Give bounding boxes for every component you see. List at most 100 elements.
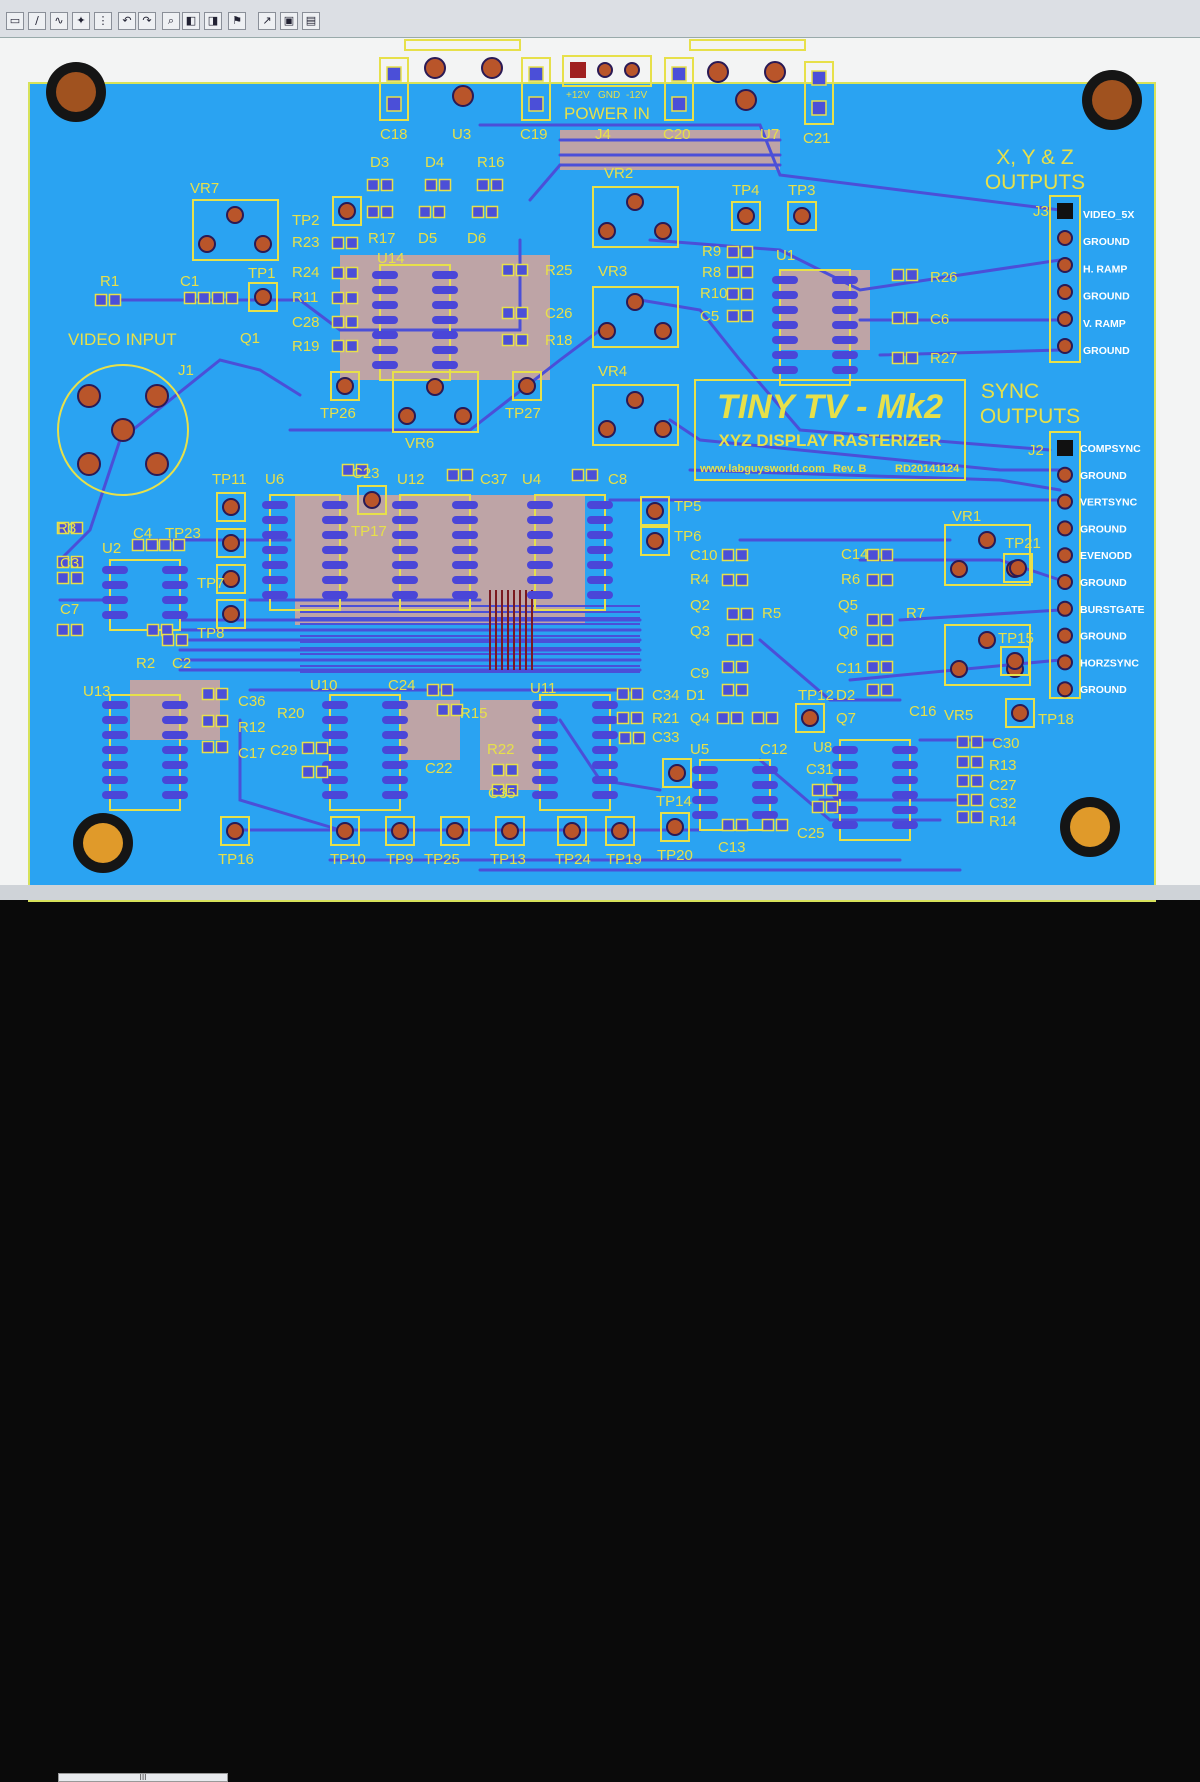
window-icon[interactable]: ▣	[280, 12, 298, 30]
drc-icon[interactable]: ⚑	[228, 12, 246, 30]
j2-pin	[1057, 681, 1073, 698]
ic-pin-pad	[772, 306, 798, 314]
test-point-pad	[646, 502, 664, 520]
select-tool-icon[interactable]: ▭	[6, 12, 24, 30]
print-icon[interactable]: ▤	[302, 12, 320, 30]
mounting-hole-pad	[83, 823, 123, 863]
pad	[452, 85, 474, 107]
board-website: www.labguysworld.com	[699, 463, 825, 475]
refdes-j1: J1	[178, 362, 194, 379]
ic-pin-pad	[432, 271, 458, 279]
smd-pad	[735, 548, 749, 562]
view-top-icon[interactable]: ◧	[182, 12, 200, 30]
zoom-icon[interactable]: ⌕	[162, 12, 180, 30]
ic-pin-pad	[752, 796, 778, 804]
u8-footprint	[839, 739, 911, 841]
pad	[598, 222, 616, 240]
electrolytic-cap	[521, 57, 551, 121]
test-point	[330, 816, 360, 846]
ic-pin-pad	[752, 781, 778, 789]
ic-pin-pad	[322, 731, 348, 739]
power-in-label: POWER IN	[564, 104, 650, 123]
u7-tab	[689, 39, 806, 51]
ic-pin-pad	[102, 776, 128, 784]
ic-pin-pad	[322, 531, 348, 539]
smd-pad	[956, 793, 970, 807]
refdes-j4: J4	[595, 126, 611, 143]
j2-label: J2	[1028, 442, 1044, 459]
smd-pad	[735, 683, 749, 697]
smd-pad	[730, 711, 744, 725]
ic-pin-pad	[162, 791, 188, 799]
export-icon[interactable]: ↗	[258, 12, 276, 30]
refdes-r16: R16	[477, 154, 505, 171]
refdes-tp26: TP26	[320, 405, 356, 422]
refdes-c16: C16	[909, 703, 937, 720]
refdes-c36: C36	[238, 693, 266, 710]
ic-pin-pad	[372, 286, 398, 294]
smd-pad	[726, 265, 740, 279]
smd-pad	[440, 683, 454, 697]
ic-pin-pad	[527, 516, 553, 524]
ic-pin-pad	[752, 766, 778, 774]
smd-pad	[197, 291, 211, 305]
smd-pad	[315, 741, 329, 755]
pad	[654, 420, 672, 438]
pcb-trace	[668, 418, 1062, 472]
scroll-thumb[interactable]: III	[58, 1773, 228, 1782]
refdes-c1: C1	[180, 273, 199, 290]
j2-pin-label: GROUND	[1080, 470, 1127, 482]
smd-pad	[201, 714, 215, 728]
test-point-pad	[793, 207, 811, 225]
j2-pin-label: BURSTGATE	[1080, 604, 1145, 616]
smd-pad	[630, 711, 644, 725]
ic-pin-pad	[322, 761, 348, 769]
ic-pin-pad	[892, 791, 918, 799]
view-bottom-icon[interactable]: ◨	[204, 12, 222, 30]
smd-pad	[446, 468, 460, 482]
j2-pin-label: EVENODD	[1080, 550, 1132, 562]
smd-pad	[56, 521, 70, 535]
via-tool-icon[interactable]: ✦	[72, 12, 90, 30]
refdes-tp15: TP15	[998, 630, 1034, 647]
ic-pin-pad	[102, 731, 128, 739]
refdes-r26: R26	[930, 269, 958, 286]
redo-icon[interactable]: ↷	[138, 12, 156, 30]
board-revision: Rev. B	[833, 463, 866, 475]
test-point	[332, 196, 362, 226]
undo-icon[interactable]: ↶	[118, 12, 136, 30]
test-point	[605, 816, 635, 846]
refdes-u5: U5	[690, 741, 709, 758]
ic-pin-pad	[322, 501, 348, 509]
horizontal-scrollbar[interactable]: III	[0, 885, 1200, 1782]
test-point-pad	[611, 822, 629, 840]
smd-pad	[436, 703, 450, 717]
wire-tool-icon[interactable]: ∕	[28, 12, 46, 30]
smd-pad	[56, 623, 70, 637]
route-tool-icon[interactable]: ∿	[50, 12, 68, 30]
refdes-r7: R7	[906, 605, 925, 622]
test-point	[787, 201, 817, 231]
vr2-footprint	[592, 186, 679, 248]
pad	[764, 61, 786, 83]
grid-tool-icon[interactable]: ⋮	[94, 12, 112, 30]
refdes-c34: C34	[652, 687, 680, 704]
smd-pad	[735, 818, 749, 832]
refdes-q4: Q4	[690, 710, 710, 727]
mounting-hole-pad	[56, 72, 96, 112]
smd-pad	[571, 468, 585, 482]
smd-pad	[811, 800, 825, 814]
smd-pad	[740, 245, 754, 259]
j2-pin	[1057, 547, 1073, 564]
refdes-tp23: TP23	[165, 525, 201, 542]
ic-pin-pad	[527, 531, 553, 539]
smd-pad	[751, 711, 765, 725]
smd-pad	[341, 463, 355, 477]
pad	[978, 631, 996, 649]
electrolytic-cap	[664, 57, 694, 121]
smd-pad	[380, 205, 394, 219]
pcb-trace	[478, 123, 1062, 212]
ic-pin-pad	[372, 361, 398, 369]
smd-pad	[825, 783, 839, 797]
